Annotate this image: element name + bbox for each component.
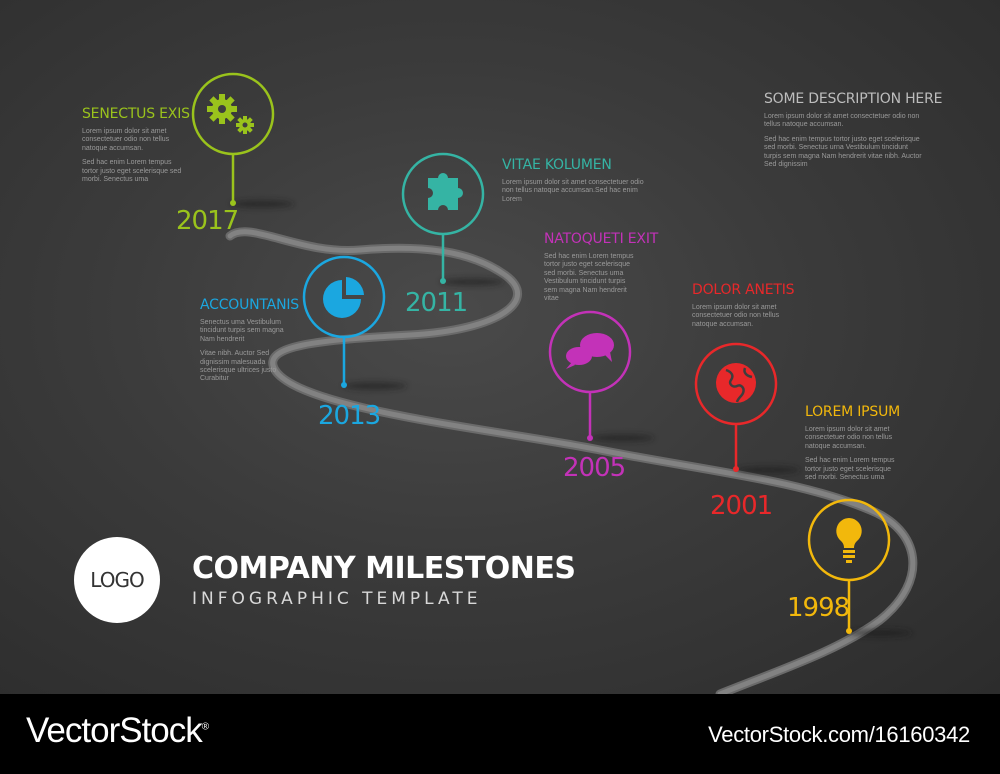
milestone-para-1: Lorem ipsum dolor sit amet consectetuer …: [692, 304, 780, 328]
milestone-para-2: Vitae nibh. Auctor Sed dignissim malesua…: [200, 350, 277, 383]
milestone-text-1998: LOREM IPSUM Lorem ipsum dolor sit amet c…: [805, 404, 901, 482]
footer-brand-name: VectorStock: [26, 711, 203, 750]
milestone-text-2011: VITAE KOLUMEN Lorem ipsum dolor sit amet…: [502, 157, 652, 204]
milestone-para-1: Lorem ipsum dolor sit amet consectetuer …: [82, 128, 170, 152]
milestone-year: 2001: [710, 491, 773, 521]
milestone-year: 2011: [405, 288, 468, 318]
milestone-para-1: Lorem ipsum dolor sit amet consectetuer …: [805, 426, 893, 450]
description-para-1: Lorem ipsum dolor sit amet consectetuer …: [764, 113, 920, 129]
milestone-pin-2013: [302, 255, 386, 388]
logo: LOGO: [74, 537, 160, 623]
milestone-pin-2001: [694, 342, 778, 472]
milestone-title: LOREM IPSUM: [805, 404, 901, 420]
description-para-2: Sed hac enim tempus tortor justo eget sc…: [764, 135, 922, 169]
footer-bar: [0, 694, 1000, 774]
puzzle-icon: [428, 173, 463, 210]
pie-chart-icon: [323, 277, 364, 318]
milestone-para-1: Lorem ipsum dolor sit amet consectetuer …: [502, 179, 644, 203]
milestone-title: DOLOR ANETIS: [692, 282, 795, 298]
milestone-pin-2011: [401, 152, 485, 284]
footer-brand-mark: ®: [201, 721, 209, 733]
milestone-year: 2013: [318, 401, 381, 431]
description-title: SOME DESCRIPTION HERE: [764, 91, 943, 107]
milestone-title: NATOQUETI EXIT: [544, 231, 659, 247]
footer-brand: VectorStock®: [26, 711, 209, 751]
milestone-text-2017: SENECTUS EXIS Lorem ipsum dolor sit amet…: [82, 106, 190, 184]
milestone-title: SENECTUS EXIS: [82, 106, 190, 122]
page-title: COMPANY MILESTONES: [192, 551, 576, 586]
milestone-year: 2005: [563, 453, 626, 483]
timeline-road: [191, 72, 918, 694]
infographic-canvas: SOME DESCRIPTION HERE Lorem ipsum dolor …: [0, 0, 1000, 694]
milestone-year: 1998: [787, 593, 850, 623]
milestone-pin-1998: [807, 498, 891, 634]
milestone-para-2: Sed hac enim Lorem tempus tortor justo e…: [805, 457, 895, 482]
milestone-year: 2017: [176, 206, 239, 236]
logo-text: LOGO: [90, 568, 144, 592]
milestone-para-2: Sed hac enim Lorem tempus tortor justo e…: [82, 159, 182, 184]
milestone-para-1: Senectus uma Vestibulum tincidunt turpis…: [200, 319, 284, 343]
page-subtitle: INFOGRAPHIC TEMPLATE: [192, 589, 482, 609]
milestone-text-2013: ACCOUNTANIS Senectus uma Vestibulum tinc…: [200, 297, 299, 384]
milestone-text-2001: DOLOR ANETIS Lorem ipsum dolor sit amet …: [692, 282, 795, 329]
chat-bubbles-icon: [566, 333, 614, 369]
description-block: SOME DESCRIPTION HERE Lorem ipsum dolor …: [764, 91, 943, 169]
milestone-para-1: Sed hac enim Lorem tempus tortor justo e…: [544, 253, 634, 303]
globe-icon: [716, 363, 756, 403]
footer-image-id: VectorStock.com/16160342: [708, 722, 970, 747]
light-bulb-icon: [836, 518, 862, 563]
gears-icon: [207, 94, 254, 134]
milestone-text-2005: NATOQUETI EXIT Sed hac enim Lorem tempus…: [544, 231, 659, 303]
milestone-pin-2005: [548, 310, 632, 441]
milestone-pin-2017: [191, 72, 275, 206]
milestone-title: ACCOUNTANIS: [200, 297, 299, 313]
milestone-title: VITAE KOLUMEN: [502, 157, 612, 173]
